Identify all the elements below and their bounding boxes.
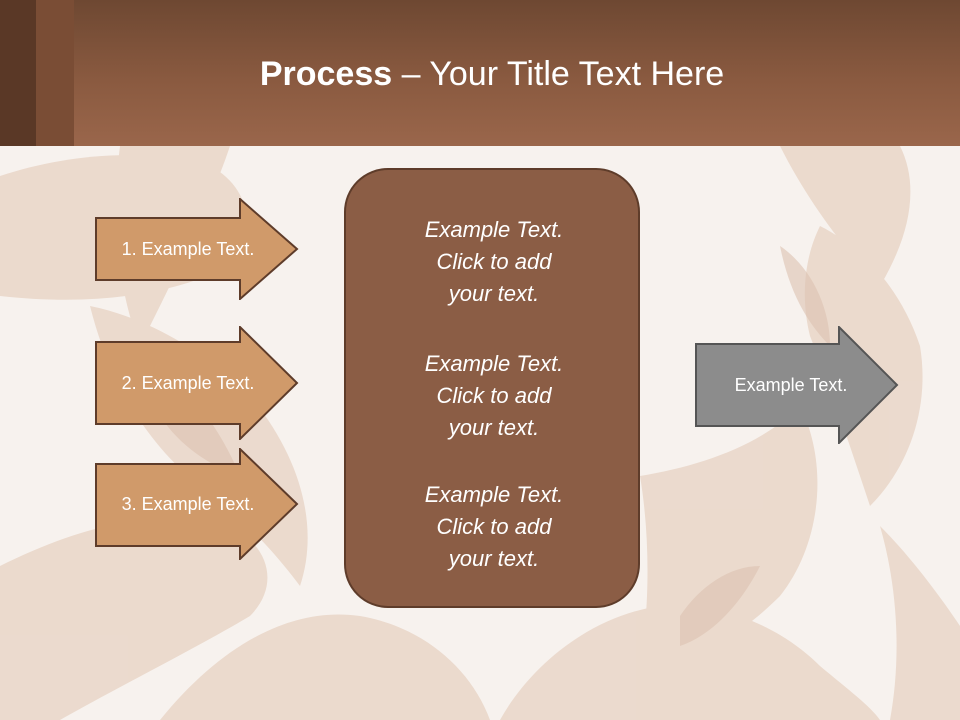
- process-step-arrow-2[interactable]: 2. Example Text.: [95, 326, 299, 440]
- text-line: Example Text.: [424, 482, 564, 507]
- arrow-shape: [95, 448, 299, 560]
- text-line: your text.: [448, 415, 540, 440]
- center-text-block-3: Example Text. Click to add your text.: [346, 479, 642, 575]
- arrow-shape: [95, 326, 299, 440]
- arrow-label: 2. Example Text.: [121, 372, 255, 393]
- text-line: Click to add: [436, 383, 552, 408]
- process-step-arrow-3[interactable]: 3. Example Text.: [95, 448, 299, 560]
- text-line: your text.: [448, 546, 540, 571]
- slide-title[interactable]: Process – Your Title Text Here: [0, 52, 960, 96]
- title-rest: – Your Title Text Here: [392, 55, 725, 93]
- center-text-block-1: Example Text. Click to add your text.: [346, 214, 642, 310]
- text-line: Click to add: [436, 514, 552, 539]
- result-arrow[interactable]: Example Text.: [695, 326, 899, 444]
- center-content-box[interactable]: Example Text. Click to add your text. Ex…: [344, 168, 640, 608]
- arrow-shape: [95, 198, 299, 300]
- text-line: your text.: [448, 281, 540, 306]
- title-bold: Process: [259, 55, 393, 93]
- arrow-shape: [695, 326, 899, 444]
- title-bar: Process – Your Title Text Here: [0, 0, 960, 146]
- arrow-label: 1. Example Text.: [121, 238, 255, 259]
- text-line: Example Text.: [424, 217, 564, 242]
- header-accent-strip: [36, 0, 74, 146]
- arrow-label: Example Text.: [734, 374, 848, 395]
- header-accent-strip: [0, 0, 36, 146]
- arrow-label: 3. Example Text.: [121, 493, 255, 514]
- text-line: Click to add: [436, 249, 552, 274]
- text-line: Example Text.: [424, 351, 564, 376]
- center-text-block-2: Example Text. Click to add your text.: [346, 348, 642, 444]
- process-step-arrow-1[interactable]: 1. Example Text.: [95, 198, 299, 300]
